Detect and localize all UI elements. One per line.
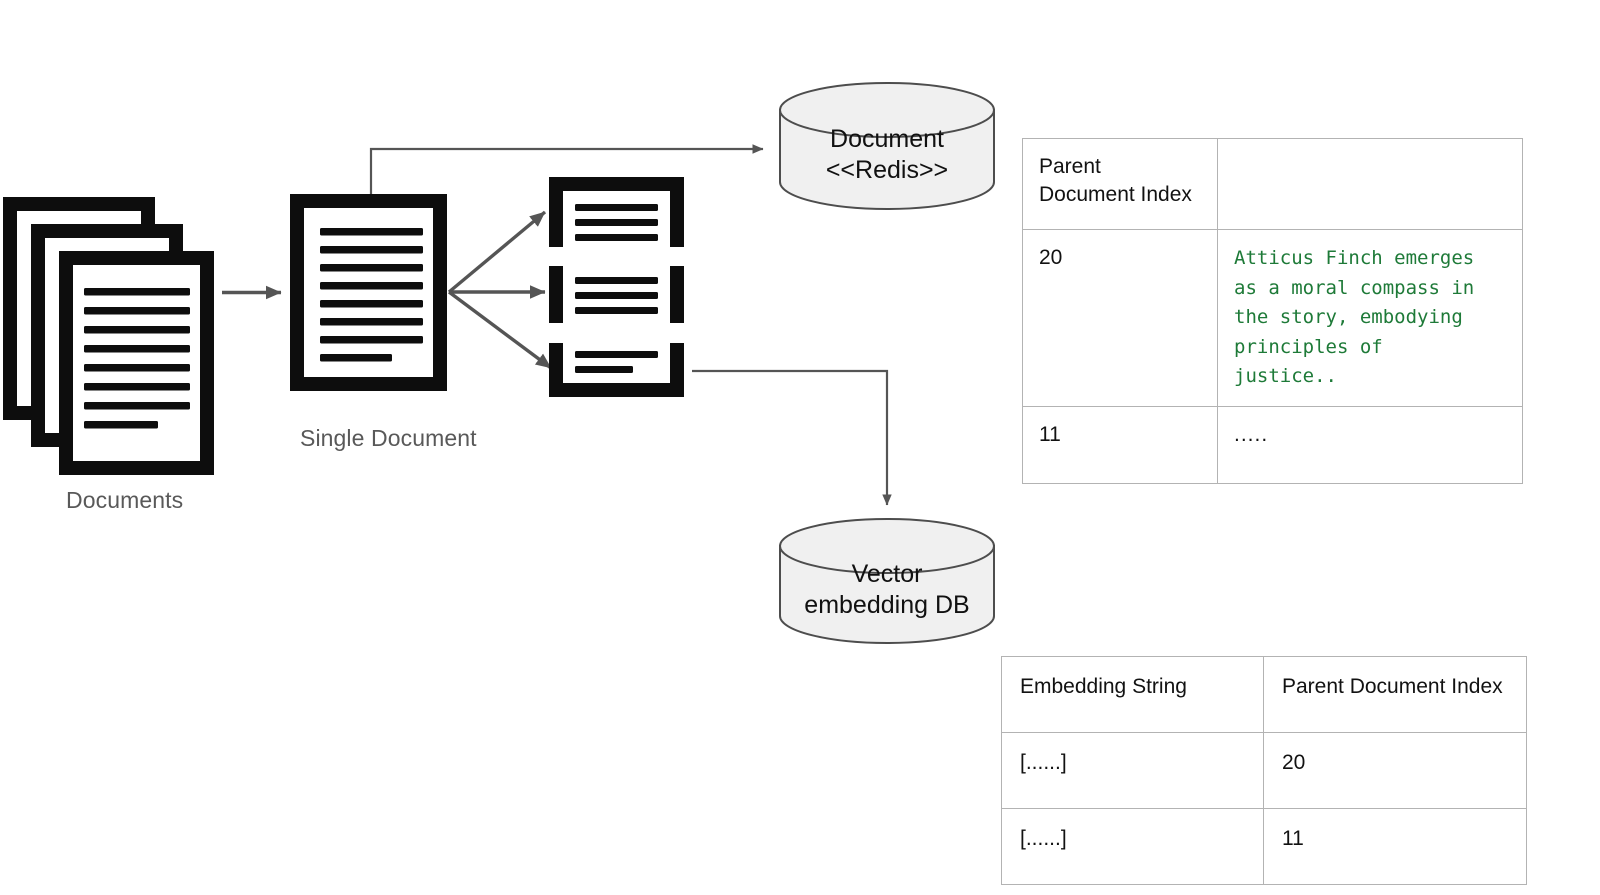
- cell-document-content-11: .....: [1217, 405, 1523, 484]
- chunk-1-text-lines: [575, 204, 658, 241]
- table-row: 20 Atticus Finch emerges as a moral comp…: [1022, 229, 1523, 407]
- cell-parent-index-20: 20: [1022, 229, 1218, 407]
- table-header-row: Embedding String Parent Document Index: [1001, 656, 1527, 733]
- document-redis-label-line1: Document: [830, 125, 944, 153]
- documents-stack-icon: [3, 197, 214, 475]
- table-row: 11 .....: [1022, 405, 1523, 484]
- cell-parent-index-1: 11: [1263, 808, 1527, 885]
- vector-embedding-db-label-line2: embedding DB: [804, 591, 970, 619]
- document-content-ellipsis: .....: [1234, 422, 1269, 446]
- table-row: [......] 11: [1001, 808, 1527, 885]
- header-cell-parent-document-index: Parent Document Index: [1022, 138, 1218, 230]
- header-cell-parent-document-index: Parent Document Index: [1263, 656, 1527, 733]
- documents-label: Documents: [66, 487, 184, 513]
- header-line-1: Parent: [1039, 155, 1101, 178]
- vector-embedding-db-store: [779, 518, 995, 644]
- document-sheet-front: [59, 251, 214, 475]
- document-redis-label: Document <<Redis>>: [780, 124, 994, 186]
- document-redis-store: [779, 82, 995, 210]
- document-text-lines: [84, 288, 190, 429]
- cell-embedding-0: [......]: [1001, 732, 1264, 809]
- cell-embedding-1: [......]: [1001, 808, 1264, 885]
- cell-parent-index-11: 11: [1022, 405, 1218, 484]
- document-content-text: Atticus Finch emerges as a moral compass…: [1234, 247, 1475, 387]
- chunk-3-text-lines: [575, 351, 658, 373]
- parent-document-index-table: Parent Document Index 20 Atticus Finch e…: [1022, 138, 1523, 484]
- header-cell-content: [1217, 138, 1523, 230]
- chunk-3-icon: [549, 343, 684, 397]
- arrow-to-chunk-3: [447, 290, 553, 370]
- single-document-icon: [290, 194, 447, 391]
- arrow-chunk-to-vector-db: [692, 369, 892, 506]
- table-header-row: Parent Document Index: [1022, 138, 1523, 230]
- single-document-label: Single Document: [300, 425, 477, 451]
- single-document-text-lines: [320, 228, 423, 362]
- header-cell-embedding-string: Embedding String: [1001, 656, 1264, 733]
- embedding-string-table: Embedding String Parent Document Index […: [1001, 656, 1527, 885]
- table-row: [......] 20: [1001, 732, 1527, 809]
- vector-embedding-db-label: Vector embedding DB: [780, 559, 994, 621]
- vector-embedding-db-label-line1: Vector: [851, 560, 923, 588]
- header-line-2: Document Index: [1039, 183, 1192, 206]
- cell-parent-index-0: 20: [1263, 732, 1527, 809]
- chunk-2-text-lines: [575, 277, 658, 314]
- chunk-1-icon: [549, 177, 684, 247]
- cell-document-content-20: Atticus Finch emerges as a moral compass…: [1217, 229, 1523, 407]
- arrow-single-document-to-redis: [369, 144, 764, 194]
- document-redis-label-line2: <<Redis>>: [825, 156, 949, 184]
- chunk-2-icon: [549, 266, 684, 323]
- arrow-to-chunk-1: [447, 210, 547, 294]
